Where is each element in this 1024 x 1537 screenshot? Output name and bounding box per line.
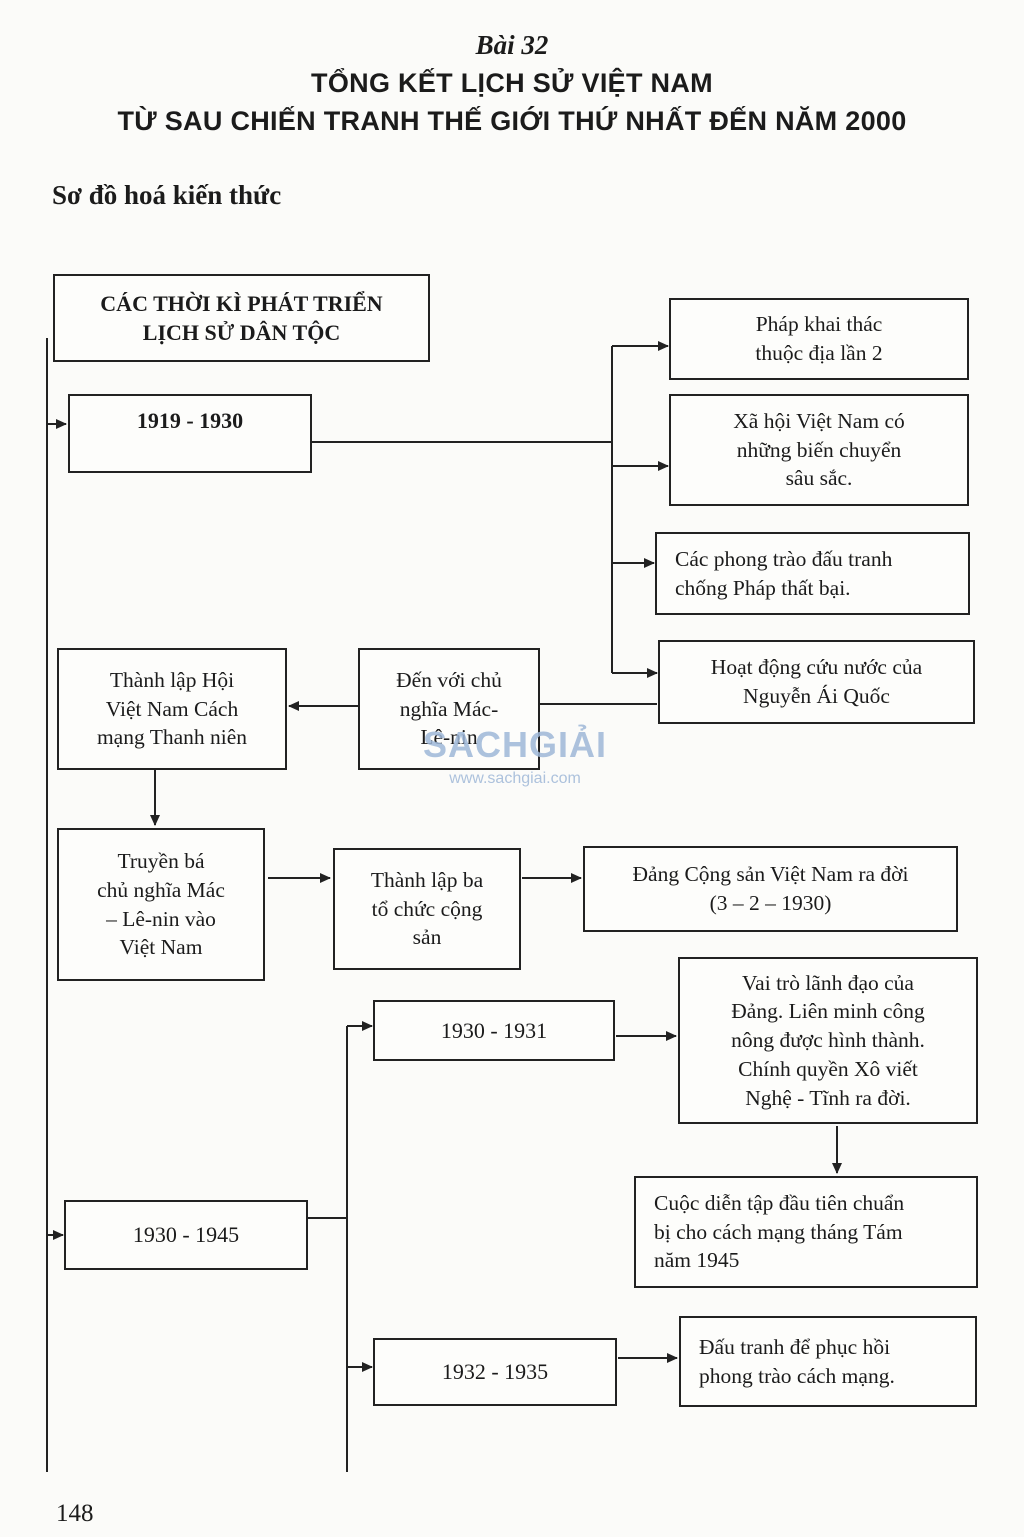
node-dang-cong-san-ra-doi: Đảng Cộng sản Việt Nam ra đời (3 – 2 – 1…: [583, 846, 958, 932]
page-title-line-1: TỔNG KẾT LỊCH SỬ VIỆT NAM: [311, 68, 713, 98]
node-truyen-ba-mac-lenin: Truyền bá chủ nghĩa Mác – Lê-nin vào Việ…: [57, 828, 265, 981]
period-1930-1931-box: 1930 - 1931: [373, 1000, 615, 1061]
node-hoat-dong-cuu-nuoc: Hoạt động cứu nước của Nguyễn Ái Quốc: [658, 640, 975, 724]
watermark-url: www.sachgiai.com: [449, 770, 581, 787]
node-dau-tranh-phuc-hoi: Đấu tranh để phục hồi phong trào cách mạ…: [679, 1316, 977, 1407]
node-phong-trao-that-bai: Các phong trào đấu tranh chống Pháp thất…: [655, 532, 970, 615]
diagram-root-box: CÁC THỜI KÌ PHÁT TRIỂN LỊCH SỬ DÂN TỘC: [53, 274, 430, 362]
period-1932-1935-box: 1932 - 1935: [373, 1338, 617, 1406]
node-cuoc-dien-tap: Cuộc diễn tập đầu tiên chuẩn bị cho cách…: [634, 1176, 978, 1288]
node-thanh-lap-ba-to-chuc: Thành lập ba tổ chức cộng sản: [333, 848, 521, 970]
node-vai-tro-lanh-dao: Vai trò lãnh đạo của Đảng. Liên minh côn…: [678, 957, 978, 1124]
node-xa-hoi-bien-chuyen: Xã hội Việt Nam có những biến chuyển sâu…: [669, 394, 969, 506]
node-hoi-vn-cach-mang-thanh-nien: Thành lập Hội Việt Nam Cách mạng Thanh n…: [57, 648, 287, 770]
lesson-number: Bài 32: [475, 30, 549, 60]
period-1930-1945-box: 1930 - 1945: [64, 1200, 308, 1270]
node-phap-khai-thac: Pháp khai thác thuộc địa lần 2: [669, 298, 969, 380]
period-1919-1930-box: 1919 - 1930: [68, 394, 312, 473]
section-title: Sơ đồ hoá kiến thức: [52, 180, 282, 210]
node-den-voi-mac-lenin: Đến với chủ nghĩa Mác- Lê-nin: [358, 648, 540, 770]
watermark: SACHGIẢI www.sachgiai.com: [410, 724, 620, 788]
page-title-line-2: TỪ SAU CHIẾN TRANH THẾ GIỚI THỨ NHẤT ĐẾN…: [117, 106, 907, 136]
page-number: 148: [56, 1500, 94, 1527]
watermark-logo: SACHGIẢI: [422, 724, 607, 765]
